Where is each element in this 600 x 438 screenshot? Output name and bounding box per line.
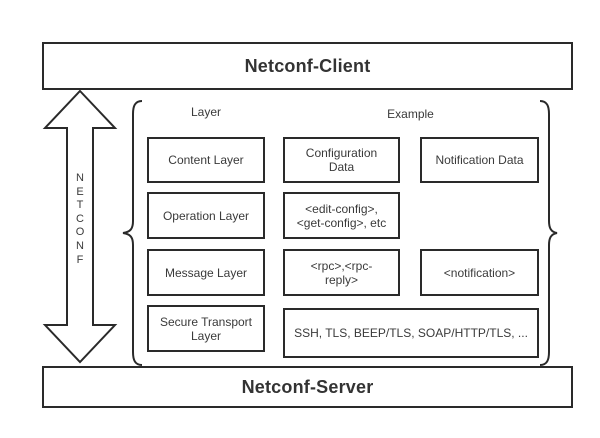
transport-examples-box: SSH, TLS, BEEP/TLS, SOAP/HTTP/TLS, ... [283, 308, 539, 358]
notification-data-box: Notification Data [420, 137, 539, 183]
column-header-layer: Layer [190, 105, 222, 119]
netconf-server-label: Netconf-Server [241, 376, 374, 397]
rpc-box: <rpc>,<rpc-reply> [283, 249, 400, 296]
netconf-client-label: Netconf-Client [244, 55, 371, 76]
notification-tag-box: <notification> [420, 249, 539, 296]
column-header-example: Example [387, 107, 434, 121]
netconf-server-box: Netconf-Server [42, 366, 573, 408]
message-layer-box: Message Layer [147, 249, 265, 296]
notification-tag-label: <notification> [443, 265, 516, 280]
rpc-label: <rpc>,<rpc-reply> [310, 258, 373, 287]
netconf-client-box: Netconf-Client [42, 42, 573, 90]
secure-transport-layer-box: Secure Transport Layer [147, 305, 265, 352]
operation-layer-box: Operation Layer [147, 192, 265, 239]
content-layer-box: Content Layer [147, 137, 265, 183]
transport-examples-label: SSH, TLS, BEEP/TLS, SOAP/HTTP/TLS, ... [294, 326, 528, 340]
netconf-arrow-label: N E T C O N F [75, 172, 85, 266]
secure-transport-layer-label: Secure Transport Layer [159, 314, 253, 343]
content-layer-label: Content Layer [168, 153, 244, 167]
notification-data-label: Notification Data [435, 153, 524, 167]
message-layer-label: Message Layer [164, 265, 248, 280]
configuration-data-label: Configuration Data [305, 146, 378, 174]
right-brace-icon [539, 100, 558, 366]
edit-config-box: <edit-config>, <get-config>, etc [283, 192, 400, 239]
configuration-data-box: Configuration Data [283, 137, 400, 183]
double-arrow-icon [42, 89, 118, 364]
edit-config-label: <edit-config>, <get-config>, etc [296, 201, 387, 230]
left-brace-icon [122, 100, 143, 366]
operation-layer-label: Operation Layer [162, 208, 250, 223]
